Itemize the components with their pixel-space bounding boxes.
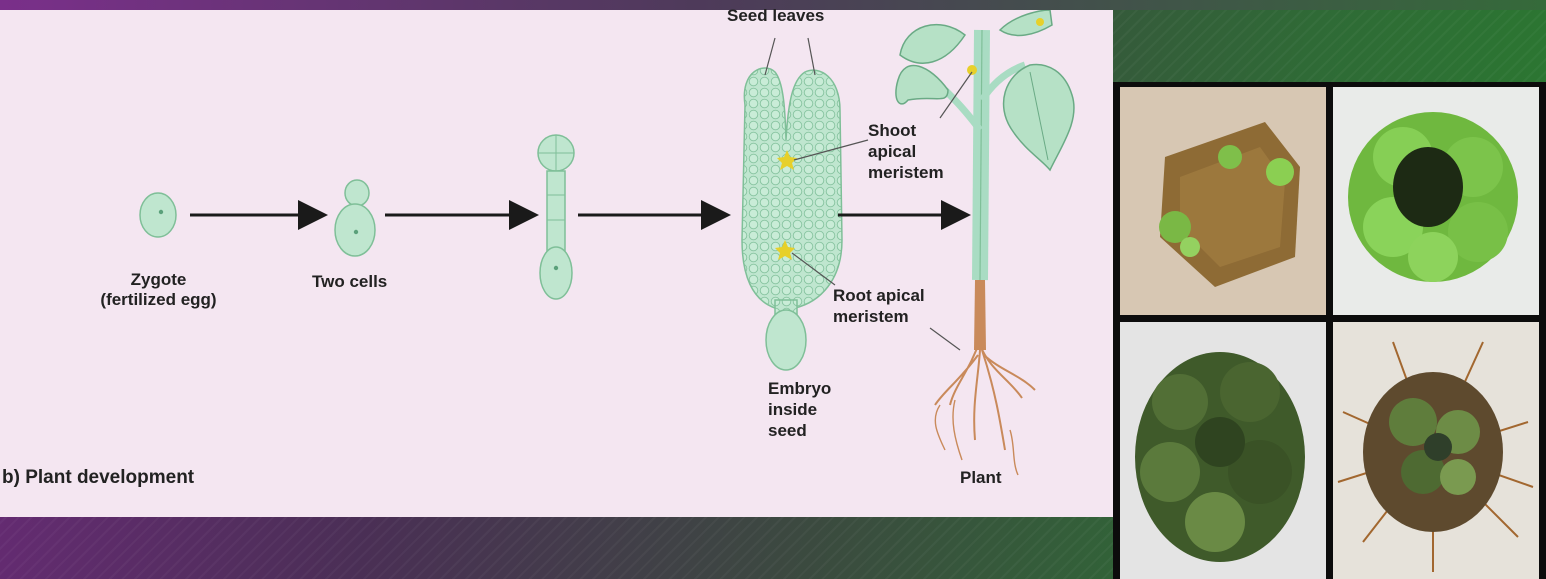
plant-leaf-top — [900, 25, 965, 64]
proembryo — [538, 135, 574, 299]
plant — [896, 10, 1074, 475]
label-two-cells: Two cells — [312, 272, 387, 292]
zygote-cell — [140, 193, 176, 237]
tissue-culture-photo-grid — [1113, 82, 1546, 579]
label-zygote: Zygote (fertilized egg) — [86, 270, 231, 310]
plant-leaf-left — [896, 66, 948, 104]
diagram-art — [0, 10, 1113, 517]
photo-explant-early — [1120, 87, 1326, 315]
photo-shoots-with-roots — [1333, 322, 1539, 579]
plant-development-diagram: Seed leaves Shoot apical meristem Zygote… — [0, 10, 1113, 517]
label-embryo-inside-seed: Embryo inside seed — [768, 378, 831, 441]
two-cells-top — [345, 180, 369, 206]
zygote-nucleus — [159, 210, 163, 214]
diagram-caption: b) Plant development — [2, 468, 194, 488]
two-cells-bottom — [335, 204, 375, 256]
label-seed-leaves: Seed leaves — [727, 6, 824, 26]
label-shoot-apical-meristem: Shoot apical meristem — [868, 120, 944, 183]
two-cells-nucleus — [354, 230, 358, 234]
photo-leafy-shoots — [1120, 322, 1326, 579]
label-root-apical-meristem: Root apical meristem — [833, 285, 925, 327]
label-plant: Plant — [960, 468, 1002, 488]
photo-callus-green — [1333, 87, 1539, 315]
